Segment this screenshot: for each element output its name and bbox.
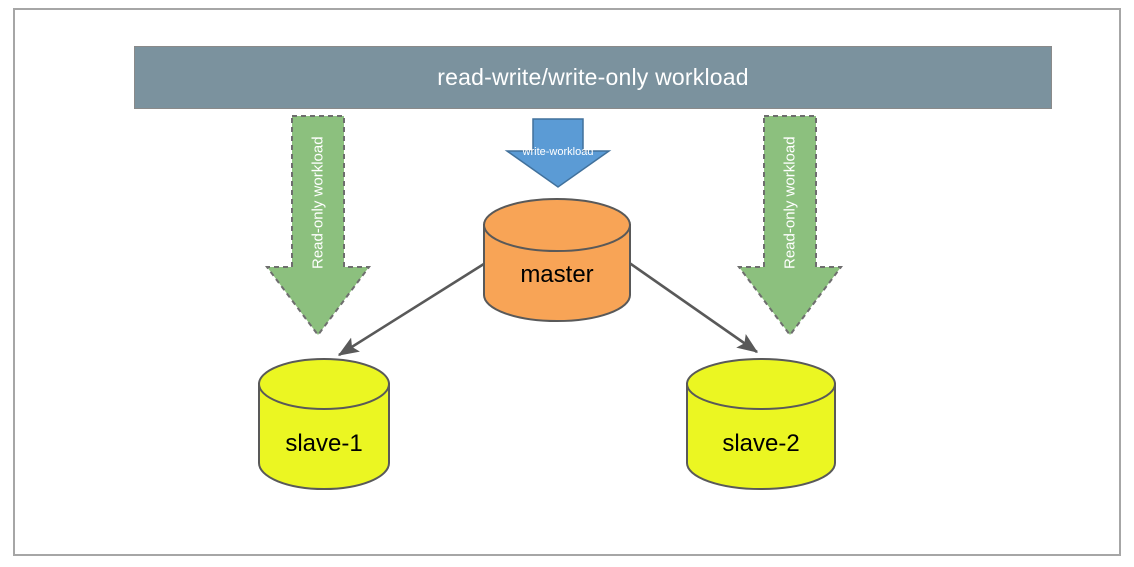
workload-banner-label: read-write/write-only workload xyxy=(437,64,749,90)
down-arrow-icon xyxy=(504,118,612,188)
write-workload-arrow: write-workload xyxy=(504,118,612,189)
down-arrow-icon xyxy=(265,115,371,337)
cylinder-icon xyxy=(483,198,631,322)
down-arrow-icon xyxy=(737,115,843,337)
node-master: master xyxy=(483,198,631,322)
workload-banner: read-write/write-only workload xyxy=(134,46,1052,109)
node-slave-2: slave-2 xyxy=(686,358,836,490)
cylinder-icon xyxy=(258,358,390,490)
read-only-workload-arrow-right: Read-only workload xyxy=(737,115,843,337)
cylinder-icon xyxy=(686,358,836,490)
node-slave-1: slave-1 xyxy=(258,358,390,490)
read-only-workload-arrow-left: Read-only workload xyxy=(265,115,371,337)
